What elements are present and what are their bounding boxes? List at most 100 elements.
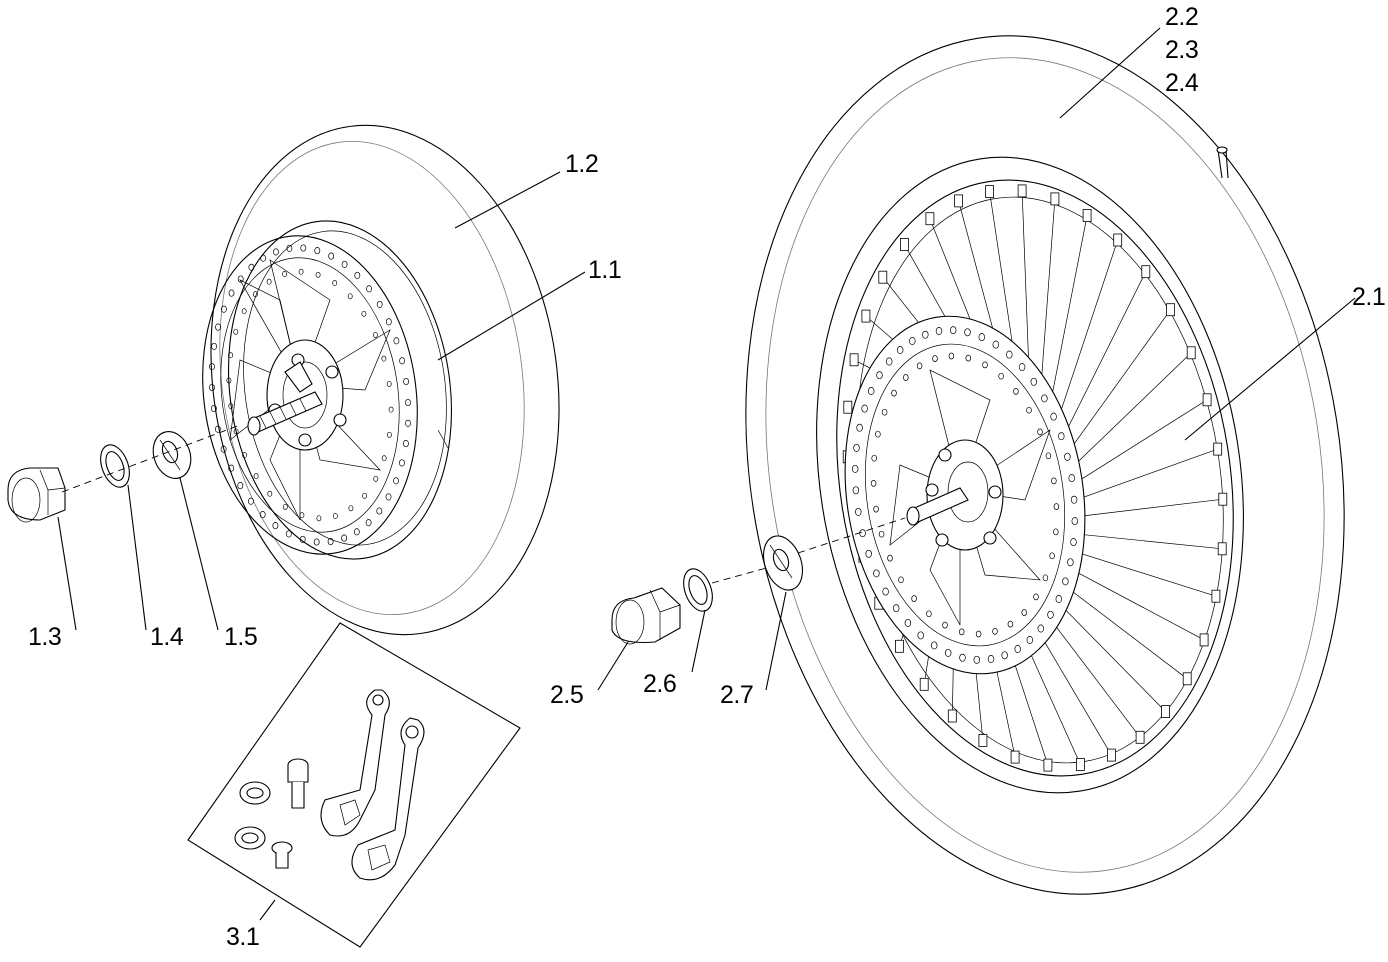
disc-hole bbox=[354, 271, 361, 279]
disc-hole bbox=[220, 445, 227, 453]
disc-hole bbox=[851, 464, 859, 473]
spoke-nipple bbox=[1211, 589, 1221, 603]
disc-hole bbox=[353, 528, 360, 536]
disc-hole bbox=[366, 285, 373, 293]
rear-spacer-2-7 bbox=[763, 535, 803, 591]
rear-rim bbox=[836, 179, 1234, 777]
rear-axle bbox=[906, 487, 969, 526]
disc-hole bbox=[1051, 477, 1057, 485]
spoke-nipple bbox=[843, 400, 853, 414]
spoke-nipple bbox=[1161, 705, 1170, 718]
disc-hole bbox=[405, 419, 411, 427]
disc-hole bbox=[316, 515, 322, 522]
label-2-4: 2.4 bbox=[1165, 69, 1199, 97]
spoke-nipple bbox=[919, 677, 929, 691]
disc-hole bbox=[267, 490, 273, 497]
disc-hole bbox=[892, 604, 900, 613]
disc-hole bbox=[944, 648, 952, 657]
disc-hole bbox=[372, 331, 378, 338]
button-screw bbox=[271, 841, 293, 869]
disc-hole bbox=[922, 330, 929, 339]
disc-hole bbox=[1026, 406, 1032, 414]
kit-washers bbox=[234, 781, 271, 850]
disc-hole bbox=[904, 618, 912, 627]
spoke-nipple bbox=[1050, 192, 1060, 206]
front-washer-1-4 bbox=[100, 444, 130, 488]
spoke-nipple bbox=[1135, 730, 1145, 744]
disc-hole bbox=[870, 480, 877, 487]
disc-hole bbox=[381, 455, 387, 462]
spoke-nipple bbox=[878, 270, 888, 284]
disc-hole bbox=[386, 431, 392, 438]
disc-hole bbox=[1006, 350, 1013, 359]
disc-hole bbox=[1013, 388, 1019, 395]
disc-hole bbox=[253, 473, 259, 480]
disc-hole bbox=[209, 363, 215, 371]
disc-hole bbox=[1049, 552, 1055, 560]
disc-hole bbox=[228, 289, 235, 297]
disc-hole bbox=[992, 628, 998, 635]
spoke-nipple bbox=[1218, 492, 1228, 506]
disc-hole bbox=[856, 423, 863, 432]
disc-hole bbox=[891, 389, 897, 397]
disc-hole bbox=[259, 511, 266, 519]
disc-hole bbox=[1047, 610, 1054, 619]
disc-hole bbox=[935, 327, 943, 335]
disc-hole bbox=[248, 263, 255, 271]
disc-hole bbox=[314, 247, 321, 255]
disc-hole bbox=[209, 383, 215, 392]
disc-hole bbox=[228, 464, 235, 472]
rear-tire bbox=[745, 35, 1345, 895]
spoke-nipple bbox=[978, 734, 988, 747]
disc-hole bbox=[887, 554, 893, 562]
disc-hole bbox=[210, 404, 217, 413]
rear-nut-2-5 bbox=[611, 587, 681, 645]
spoke-nipple bbox=[1182, 672, 1192, 686]
disc-hole bbox=[1030, 377, 1038, 386]
disc-hole bbox=[252, 291, 258, 298]
spoke-nipple bbox=[861, 309, 871, 323]
disc-hole bbox=[926, 610, 932, 618]
disc-hole bbox=[958, 628, 965, 636]
disc-hole bbox=[247, 497, 254, 505]
label-1-5: 1.5 bbox=[224, 623, 258, 651]
disc-hole bbox=[299, 512, 305, 519]
front-spacer-1-5 bbox=[152, 431, 192, 479]
disc-hole bbox=[282, 271, 288, 277]
disc-hole bbox=[876, 371, 883, 380]
disc-hole bbox=[959, 653, 966, 662]
disc-hole bbox=[341, 260, 348, 268]
disc-hole bbox=[373, 475, 379, 482]
spoke-nipple bbox=[925, 212, 935, 226]
disc-hole bbox=[405, 398, 411, 407]
wrench-1 bbox=[320, 689, 390, 837]
disc-hole bbox=[376, 507, 383, 515]
disc-hole bbox=[385, 318, 392, 326]
disc-hole bbox=[220, 305, 227, 313]
spoke-nipple bbox=[1199, 633, 1209, 647]
label-2-1: 2.1 bbox=[1352, 283, 1386, 311]
disc-hole bbox=[964, 328, 971, 337]
spoke-nipple bbox=[1017, 184, 1027, 198]
disc-hole bbox=[266, 278, 272, 285]
disc-hole bbox=[286, 244, 293, 252]
disc-hole bbox=[242, 452, 248, 459]
disc-hole bbox=[399, 357, 406, 365]
spoke-nipple bbox=[954, 194, 963, 208]
disc-hole bbox=[381, 355, 387, 362]
disc-hole bbox=[260, 254, 267, 262]
disc-hole bbox=[942, 621, 948, 629]
spoke-nipple bbox=[895, 639, 904, 653]
disc-hole bbox=[315, 271, 321, 278]
disc-hole bbox=[237, 482, 244, 490]
label-2-6: 2.6 bbox=[643, 670, 677, 698]
disc-hole bbox=[1068, 474, 1075, 483]
disc-hole bbox=[237, 275, 244, 283]
disc-hole bbox=[298, 268, 304, 275]
disc-hole bbox=[885, 357, 893, 366]
disc-hole bbox=[215, 323, 222, 331]
disc-hole bbox=[1014, 645, 1021, 653]
disc-hole bbox=[327, 538, 334, 546]
disc-hole bbox=[385, 493, 392, 501]
